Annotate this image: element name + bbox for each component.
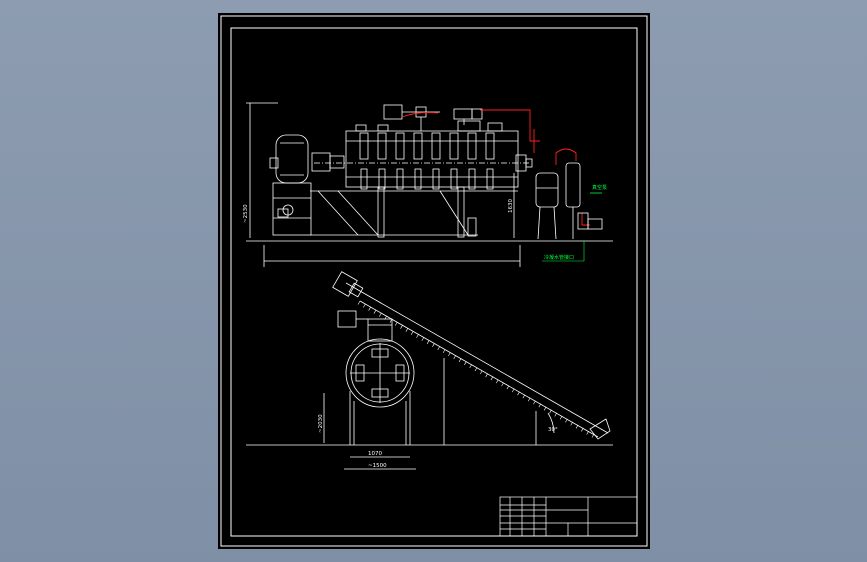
drawing-sheet: 真空泵 冷凝水管接口 ~2530 1630: [218, 13, 650, 549]
end-view-height-dim: ~2030: [318, 414, 324, 433]
condenser-outlet-label: 冷凝水管接口: [544, 254, 574, 261]
shaft-height-dim: 1630: [508, 199, 514, 213]
side-feed-valve: [337, 310, 357, 328]
front-view: [246, 102, 613, 267]
vacuum-pump-label: 真空泵: [592, 184, 607, 191]
conveyor-flights: [357, 300, 595, 438]
outer-border: [220, 15, 648, 547]
dryer-drum: [345, 130, 519, 188]
conveyor-top-edge: [345, 282, 609, 434]
receiver-tank: [535, 172, 559, 208]
motor-housing: [275, 134, 309, 184]
cad-drawing: 真空泵 冷凝水管接口 ~2530 1630: [220, 15, 648, 547]
title-block: [499, 496, 638, 537]
side-view: [246, 271, 613, 470]
support-frame: [310, 173, 518, 238]
condenser: [565, 162, 581, 208]
vacuum-pipeline: [401, 109, 590, 226]
incline-angle-dim: 30°: [548, 427, 558, 433]
overall-height-dim: ~2530: [243, 204, 249, 223]
paddles: [359, 132, 495, 190]
conveyor-bottom-edge: [359, 300, 599, 438]
inner-border: [230, 27, 638, 537]
inner-width-dim: 1070: [368, 451, 382, 457]
feed-valve: [383, 104, 403, 120]
base-width-dim: ~1500: [368, 463, 387, 469]
condenser-system: [535, 162, 603, 240]
vacuum-pump: [587, 218, 603, 230]
drum-cross-section: [345, 338, 415, 408]
